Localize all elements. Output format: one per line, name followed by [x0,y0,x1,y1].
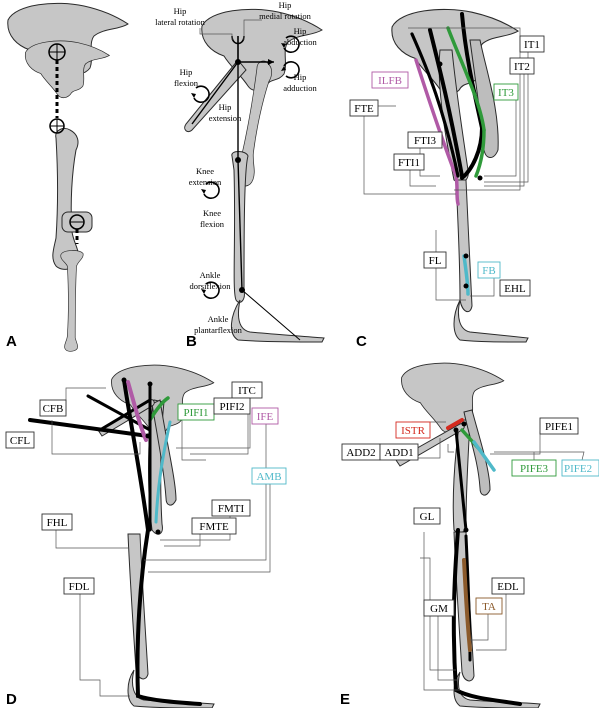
label-hip-extension-1: Hip [219,102,232,112]
panel-c: IT1 IT2 IT3 ILFB FTE FTI3 FTI1 FL FB EHL… [350,9,544,350]
label-itc: ITC [238,385,256,397]
label-pifi2: PIFI2 [219,401,244,413]
label-knee-flexion-2: flexion [200,219,225,229]
label-fhl: FHL [47,517,68,529]
label-edl: EDL [497,581,519,593]
label-knee-extension-2: extension [189,177,222,187]
panel-letter-a: A [6,333,17,350]
label-pife1: PIFE1 [545,421,573,433]
label-it3: IT3 [498,87,514,99]
label-hip-adduction-1: Hip [294,72,307,82]
label-fdl: FDL [69,581,90,593]
label-it2: IT2 [514,61,530,73]
label-hip-abduction-1: Hip [294,26,307,36]
label-ehl: EHL [504,283,526,295]
panel-a: A [6,3,128,351]
label-pifi1: PIFI1 [183,407,208,419]
label-hip-lateral-rotation-2: lateral rotation [155,17,206,27]
label-ilfb: ILFB [378,75,402,87]
label-hip-extension-2: extension [209,113,242,123]
label-pife2: PIFE2 [564,463,592,475]
label-hip-flexion-2: flexion [174,78,199,88]
label-fmti: FMTI [218,503,245,515]
label-ankle-plantarflexion-2: plantarflexion [194,325,242,335]
panel-b: Hip lateral rotation Hip medial rotation… [155,0,324,350]
ischium-a [25,41,109,98]
label-hip-medial-rotation-1: Hip [279,0,292,10]
label-hip-lateral-rotation-1: Hip [174,6,187,16]
label-fti1: FTI1 [398,157,420,169]
label-fb: FB [482,265,495,277]
label-fti3: FTI3 [414,135,437,147]
label-ankle-dorsiflexion-1: Ankle [200,270,221,280]
panel-d: CFB CFL ITC PIFI1 PIFI2 IFE AMB FHL FDL … [6,365,286,708]
label-gm: GM [430,603,448,615]
hip-flexion-rotation-icon [191,86,209,102]
label-pife3: PIFE3 [520,463,549,475]
label-hip-adduction-2: adduction [283,83,317,93]
panel-letter-e: E [340,691,350,708]
label-fl: FL [429,255,442,267]
panel-letter-b: B [186,333,197,350]
label-it1: IT1 [524,39,540,51]
label-hip-medial-rotation-2: medial rotation [259,11,311,21]
label-knee-flexion-1: Knee [203,208,221,218]
label-ankle-plantarflexion-1: Ankle [208,314,229,324]
panel-e: ISTR ADD2 ADD1 PIFE1 PIFE3 PIFE2 GL EDL … [340,363,599,708]
label-ta: TA [482,601,496,613]
label-ankle-dorsiflexion-2: dorsiflexion [189,281,231,291]
label-fmte: FMTE [199,521,229,533]
label-fte: FTE [354,103,374,115]
label-hip-flexion-1: Hip [180,67,193,77]
label-cfl: CFL [10,435,30,447]
label-knee-extension-1: Knee [196,166,214,176]
panel-letter-d: D [6,691,17,708]
label-hip-abduction-2: abduction [283,37,317,47]
label-ife: IFE [257,411,274,423]
label-amb: AMB [256,471,281,483]
label-add2: ADD2 [346,447,375,459]
femur-bone-a [53,128,79,269]
label-add1: ADD1 [384,447,413,459]
label-cfb: CFB [43,403,64,415]
label-gl: GL [420,511,435,523]
label-istr: ISTR [401,425,426,437]
panel-letter-c: C [356,333,367,350]
